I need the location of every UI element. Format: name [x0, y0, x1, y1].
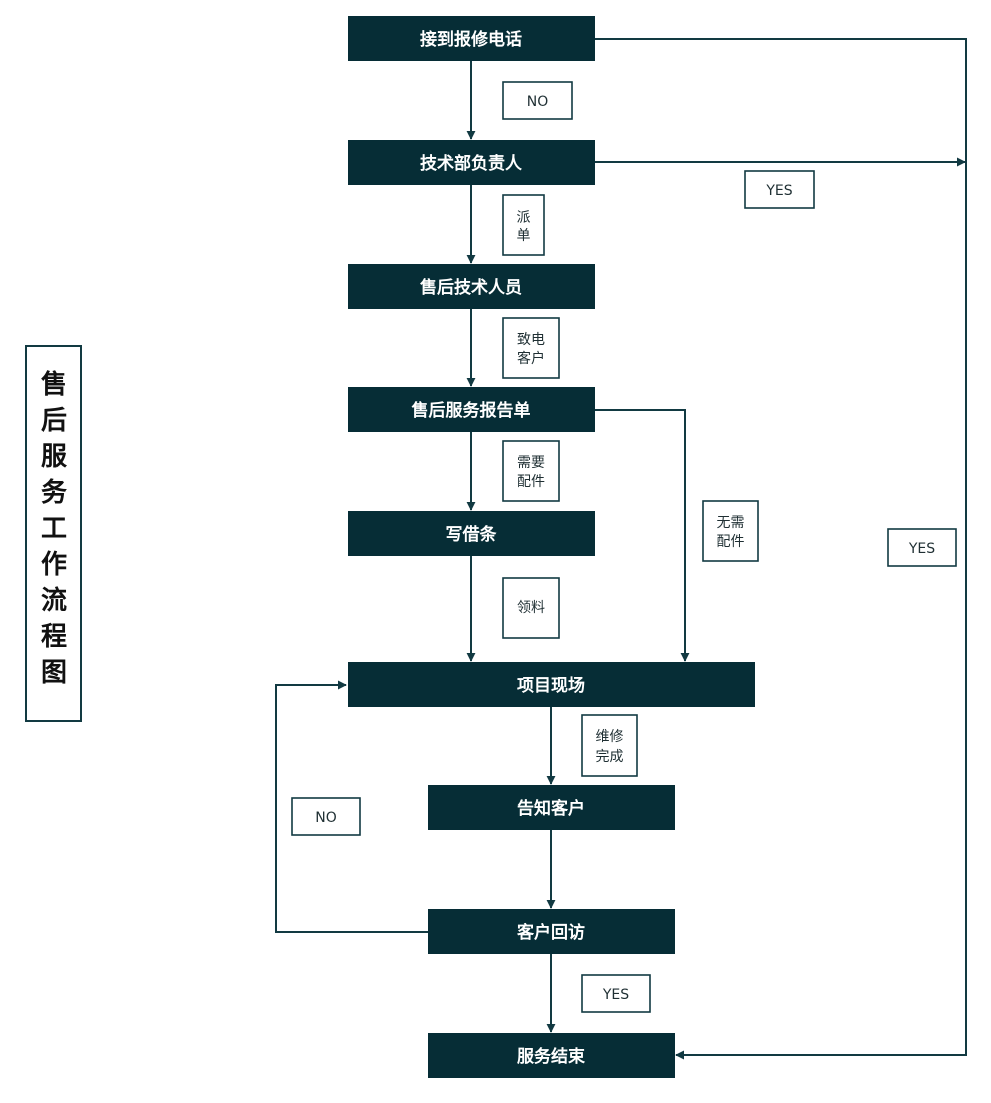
title-char-5: 作	[41, 550, 67, 580]
svg-text:写借条: 写借条	[446, 524, 498, 545]
title-char-6: 流	[41, 586, 67, 616]
edge-receive-to-end-right	[595, 38, 967, 1060]
label-dispatch: 派 单	[502, 194, 545, 256]
svg-text:无需: 无需	[717, 515, 745, 531]
edge-revisit-to-site	[275, 680, 428, 933]
svg-text:YES: YES	[908, 541, 935, 557]
label-yes-2: YES	[581, 974, 651, 1013]
svg-text:NO: NO	[315, 810, 337, 826]
svg-text:客户: 客户	[517, 350, 545, 367]
node-receive-call: 接到报修电话	[348, 16, 595, 61]
node-tech-manager: 技术部负责人	[348, 140, 595, 185]
label-yes-right: YES	[887, 528, 957, 567]
svg-text:配件: 配件	[717, 534, 745, 550]
svg-text:致电: 致电	[517, 332, 545, 348]
label-repair-done: 维修 完成	[581, 714, 638, 777]
svg-text:维修: 维修	[596, 729, 624, 745]
node-after-sales-tech: 售后技术人员	[348, 264, 595, 309]
label-yes-1: YES	[744, 170, 815, 209]
svg-text:告知客户: 告知客户	[517, 798, 585, 819]
title-char-7: 程	[41, 622, 67, 652]
node-write-iou: 写借条	[348, 511, 595, 556]
svg-text:售后技术人员: 售后技术人员	[420, 277, 522, 298]
svg-text:需要: 需要	[517, 455, 545, 471]
node-service-report: 售后服务报告单	[348, 387, 595, 432]
title-char-3: 务	[41, 478, 67, 508]
svg-text:领料: 领料	[517, 600, 545, 616]
svg-text:YES: YES	[765, 183, 792, 199]
svg-text:单: 单	[517, 228, 531, 244]
title-char-8: 图	[41, 658, 67, 688]
svg-text:NO: NO	[527, 94, 549, 110]
label-no-1: NO	[502, 81, 573, 120]
svg-text:技术部负责人: 技术部负责人	[420, 153, 523, 174]
label-need-parts: 需要 配件	[502, 440, 560, 502]
svg-text:服务结束: 服务结束	[517, 1046, 585, 1067]
svg-text:派: 派	[517, 210, 531, 226]
title-char-1: 后	[41, 406, 67, 436]
label-no-parts: 无需 配件	[702, 500, 759, 562]
title-char-2: 服	[41, 442, 68, 472]
node-customer-revisit: 客户回访	[428, 909, 675, 954]
node-project-site: 项目现场	[348, 662, 755, 707]
svg-text:项目现场: 项目现场	[517, 676, 585, 696]
svg-text:YES: YES	[602, 987, 629, 1003]
label-collect-parts: 领料	[502, 577, 560, 639]
node-notify-customer: 告知客户	[428, 785, 675, 830]
svg-text:完成: 完成	[596, 749, 624, 765]
title-box: 售 后 服 务 工 作 流 程 图	[25, 345, 82, 722]
svg-text:配件: 配件	[517, 474, 545, 490]
label-no-2: NO	[291, 797, 361, 836]
label-call-customer: 致电 客户	[502, 317, 560, 379]
node-service-end: 服务结束	[428, 1033, 675, 1078]
svg-text:接到报修电话: 接到报修电话	[420, 29, 522, 50]
title-char-4: 工	[41, 514, 67, 544]
svg-text:售后服务报告单: 售后服务报告单	[412, 400, 531, 421]
svg-text:客户回访: 客户回访	[516, 922, 585, 943]
title-char-0: 售	[41, 369, 67, 400]
edge-report-to-site	[595, 409, 690, 662]
connectors	[275, 38, 967, 1060]
